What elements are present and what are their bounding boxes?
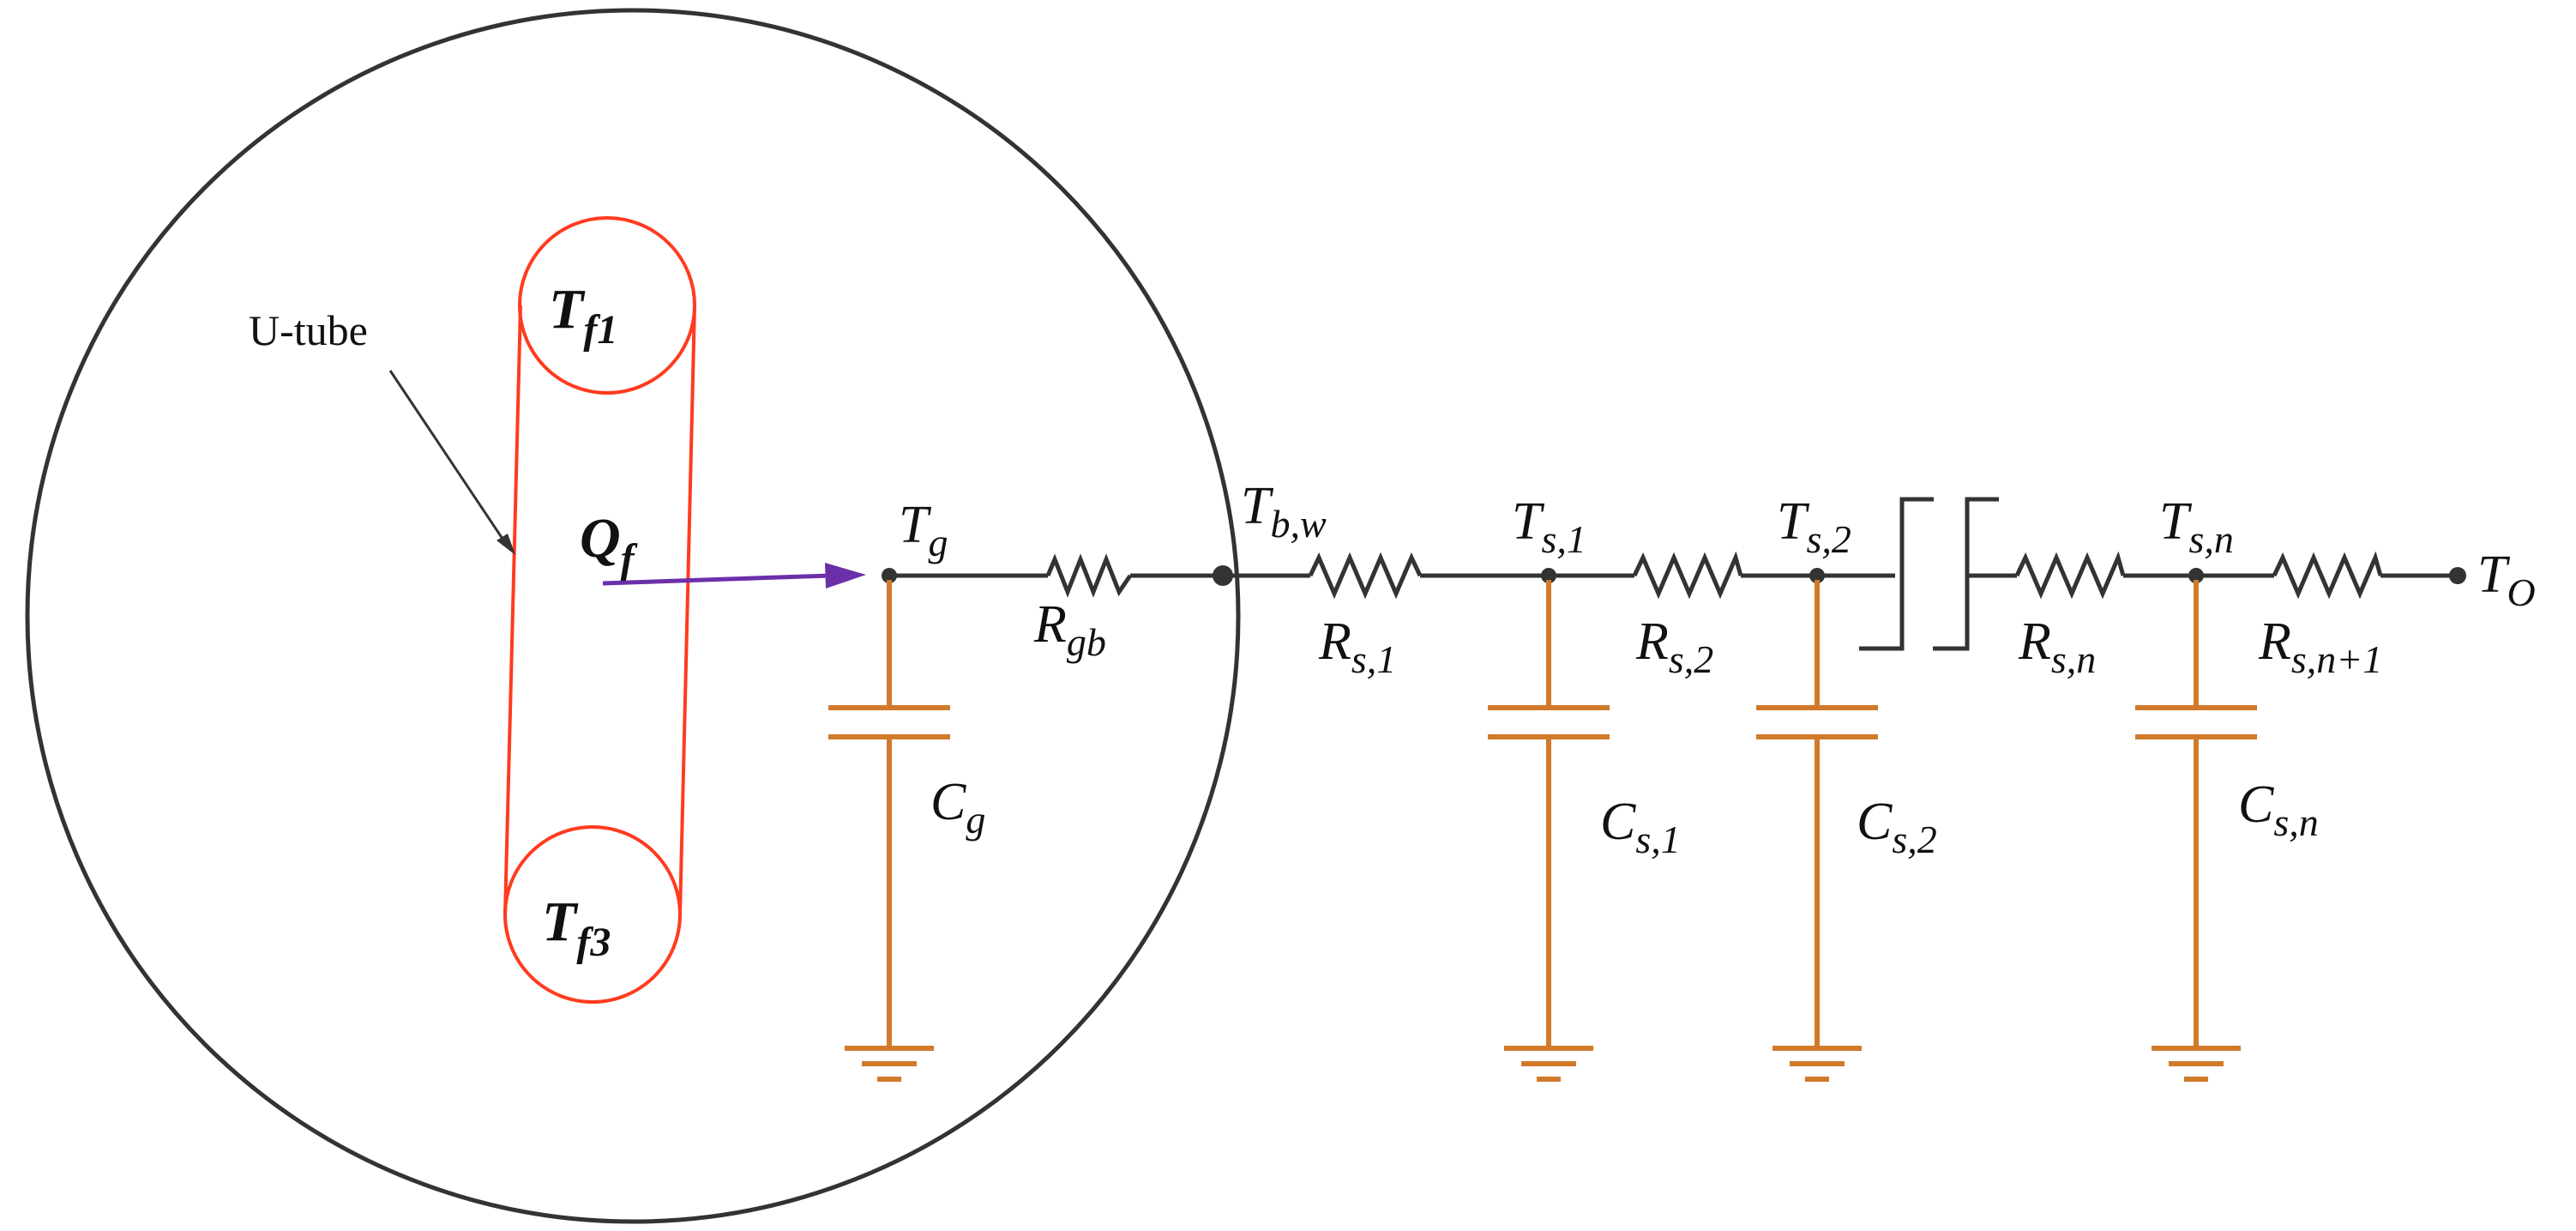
label-to: TO [2477, 546, 2536, 614]
capacitor-cs2 [1756, 580, 1878, 1082]
node-tg [882, 568, 897, 583]
tube-top-circle [518, 216, 696, 395]
label-cg: Cg [930, 773, 985, 842]
capacitor-cs1 [1488, 580, 1610, 1082]
u-tube [503, 216, 696, 1004]
main-wire [889, 551, 2458, 600]
tube-right-wall [678, 305, 696, 915]
label-tf3: Tf3 [542, 890, 611, 965]
label-rs2: Rs,2 [1635, 612, 1713, 681]
label-ts2: Ts,2 [1777, 492, 1851, 561]
label-rsn1: Rs,n+1 [2258, 612, 2382, 681]
label-csn: Cs,n [2238, 775, 2319, 844]
label-tsn: Ts,n [2159, 492, 2234, 561]
capacitor-csn [2135, 580, 2257, 1082]
node-tbw [1213, 565, 1233, 586]
node-ts1 [1541, 568, 1556, 583]
resistor-rs2-zigzag [1632, 551, 1743, 600]
label-ts1: Ts,1 [1512, 492, 1586, 561]
tube-left-wall [503, 305, 522, 915]
resistor-rsn1-zigzag [2272, 551, 2383, 600]
resistor-rgb-zigzag [1045, 553, 1133, 598]
series-break-symbol [1859, 497, 1999, 651]
tube-bottom-circle [503, 825, 682, 1004]
borehole-circle [25, 8, 1241, 1224]
utube-pointer-arrowhead [497, 534, 515, 555]
capacitor-branches [828, 580, 2257, 1082]
resistor-rsn-zigzag [2014, 551, 2126, 600]
label-qf: Qf [580, 507, 638, 582]
label-cs2: Cs,2 [1857, 793, 1937, 861]
label-tf1: Tf1 [549, 278, 617, 353]
node-to [2449, 567, 2466, 584]
node-tsn [2188, 568, 2204, 583]
node-ts2 [1809, 568, 1825, 583]
label-tbw: Tb,w [1241, 477, 1327, 546]
utube-label: U-tube [249, 306, 368, 354]
utube-pointer-line [388, 370, 509, 547]
capacitor-cg [828, 580, 950, 1082]
label-rsn: Rs,n [2018, 612, 2096, 681]
nodes [882, 565, 2466, 586]
label-rs1: Rs,1 [1318, 612, 1396, 681]
qf-arrowhead [825, 563, 866, 588]
label-cs1: Cs,1 [1600, 793, 1681, 861]
qf-arrow-line [602, 573, 831, 586]
label-rgb: Rgb [1033, 595, 1106, 664]
resistor-rs1-zigzag [1308, 552, 1423, 600]
label-tg: Tg [899, 496, 948, 564]
